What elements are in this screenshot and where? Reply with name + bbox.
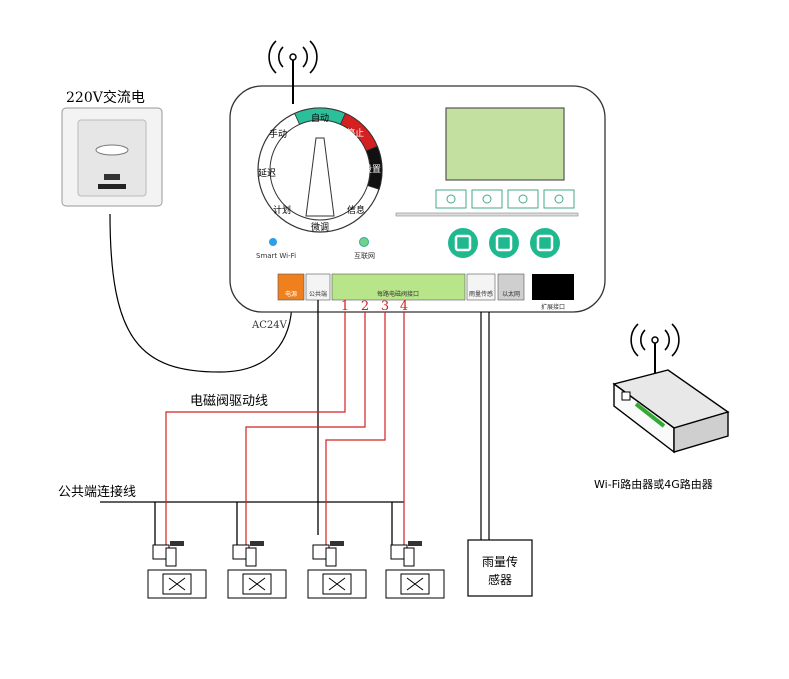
terminal-ethernet xyxy=(497,273,525,301)
dial-label-auto: 自动 xyxy=(311,112,329,124)
internet-led-icon xyxy=(359,237,369,247)
large-button-1[interactable] xyxy=(448,228,478,258)
ac24v-label: AC24V xyxy=(251,320,288,331)
dial-segment-setup[interactable] xyxy=(365,145,383,190)
large-buttons xyxy=(448,228,560,258)
dial-label-plan: 计划 xyxy=(273,204,291,216)
wifi-led-icon xyxy=(269,238,277,246)
small-button-1[interactable] xyxy=(435,189,467,209)
terminal-valves-label: 每路电磁阀接口 xyxy=(377,290,419,298)
router-label: Wi-Fi路由器或4G路由器 xyxy=(594,477,713,491)
dial-label-setup: 设置 xyxy=(363,164,381,175)
power-outlet xyxy=(61,107,163,207)
terminal-sensor xyxy=(466,273,496,301)
dial-label-tweak: 微调 xyxy=(311,221,329,233)
dial-label-stop: 停止 xyxy=(346,127,364,139)
solenoid-valve-1 xyxy=(147,541,207,599)
solenoid-valve-2 xyxy=(227,541,287,599)
terminal-extension xyxy=(532,274,574,300)
terminal-common xyxy=(305,273,331,301)
valve-wire-3 xyxy=(325,312,386,545)
terminal-common-label: 公共端 xyxy=(309,290,327,298)
wifi-led-label: Smart Wi-Fi xyxy=(256,252,296,260)
terminal-strip: 电源 公共端 每路电磁阀接口 雨量传感 以太网 扩展接口 xyxy=(277,273,574,311)
solenoid-valve-4 xyxy=(385,541,445,599)
control-dial[interactable]: 自动 停止 设置 信息 微调 计划 延迟 手动 xyxy=(257,107,383,233)
terminal-valves xyxy=(331,273,466,301)
power-cable xyxy=(109,213,293,373)
antenna-icon xyxy=(268,40,318,104)
solenoid-valve-3 xyxy=(307,541,367,599)
rain-sensor-label-line2: 感器 xyxy=(488,572,512,587)
internet-led-label: 互联网 xyxy=(354,251,375,260)
rain-sensor-cable xyxy=(480,312,490,540)
terminal-extension-label: 扩展接口 xyxy=(541,303,565,311)
dial-pointer xyxy=(305,137,335,217)
power-label: 220V交流电 xyxy=(66,89,145,106)
valve-wire-label: 电磁阀驱动线 xyxy=(190,394,268,409)
small-button-4[interactable] xyxy=(543,189,575,209)
dial-label-delay: 延迟 xyxy=(258,167,276,179)
terminal-power xyxy=(277,273,305,301)
channel-number-4: 4 xyxy=(400,299,408,314)
channel-number-2: 2 xyxy=(361,299,369,314)
router-icon xyxy=(612,323,730,454)
channel-number-3: 3 xyxy=(381,299,389,314)
lcd-screen xyxy=(445,107,565,181)
valve-wire-1 xyxy=(165,312,346,545)
dial-label-info: 信息 xyxy=(347,204,365,216)
rain-sensor-label-line1: 雨量传 xyxy=(482,554,518,569)
divider-strip xyxy=(395,212,579,217)
dial-label-manual: 手动 xyxy=(269,128,287,140)
large-button-3[interactable] xyxy=(530,228,560,258)
channel-number-1: 1 xyxy=(341,299,349,314)
terminal-power-label: 电源 xyxy=(285,290,297,298)
terminal-ethernet-label: 以太网 xyxy=(502,290,520,298)
valve-wire-2 xyxy=(245,312,366,545)
small-button-2[interactable] xyxy=(471,189,503,209)
small-buttons xyxy=(435,189,575,209)
rain-sensor-box xyxy=(467,539,533,597)
terminal-sensor-label: 雨量传感 xyxy=(469,290,493,298)
large-button-2[interactable] xyxy=(489,228,519,258)
small-button-3[interactable] xyxy=(507,189,539,209)
common-wire xyxy=(100,300,404,545)
valve-drive-wires xyxy=(165,312,405,545)
common-wire-label: 公共端连接线 xyxy=(58,484,136,500)
